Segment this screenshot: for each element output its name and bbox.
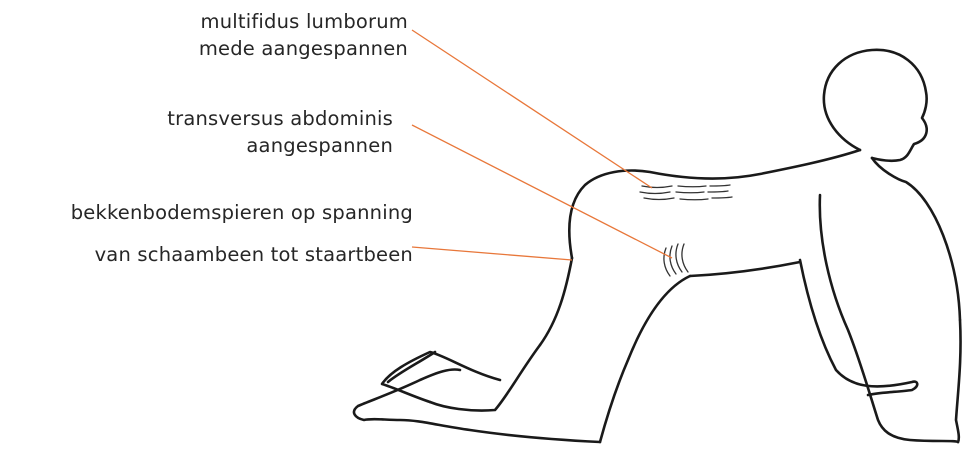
multifidus-hatch-5 [676, 192, 704, 193]
near-arm-inner-outline [820, 195, 958, 442]
leader-line-transversus [412, 125, 672, 258]
far-leg-outline [382, 352, 500, 402]
multifidus-hatch-2 [640, 192, 670, 194]
transversus-hatch-2 [670, 246, 676, 274]
neck-outline [872, 158, 960, 320]
transversus-hatch-3 [676, 244, 682, 272]
multifidus-hatch-1 [642, 186, 672, 188]
leader-line-multifidus [412, 30, 652, 188]
body-outline [354, 50, 961, 442]
multifidus-hatch-9 [712, 197, 732, 198]
multifidus-hatch-8 [708, 191, 728, 192]
hip-outline [540, 258, 572, 345]
thigh-inner-outline [600, 276, 690, 442]
back-outline [569, 150, 860, 258]
transversus-hatch-4 [682, 244, 688, 272]
far-arm-outline [800, 260, 917, 395]
leader-line-pelvic-floor [412, 247, 572, 260]
multifidus-hatch-6 [680, 199, 708, 200]
transversus-hatch-1 [664, 248, 670, 276]
near-arm-outline [956, 320, 961, 442]
head-outline [824, 50, 927, 161]
near-leg-upper-outline [430, 345, 540, 411]
belly-outline [690, 262, 800, 276]
multifidus-hatch-7 [710, 185, 730, 186]
multifidus-hatch-4 [678, 186, 706, 187]
muscle-hatching [640, 185, 732, 276]
multifidus-hatch-3 [644, 198, 674, 200]
leader-lines [412, 30, 672, 260]
